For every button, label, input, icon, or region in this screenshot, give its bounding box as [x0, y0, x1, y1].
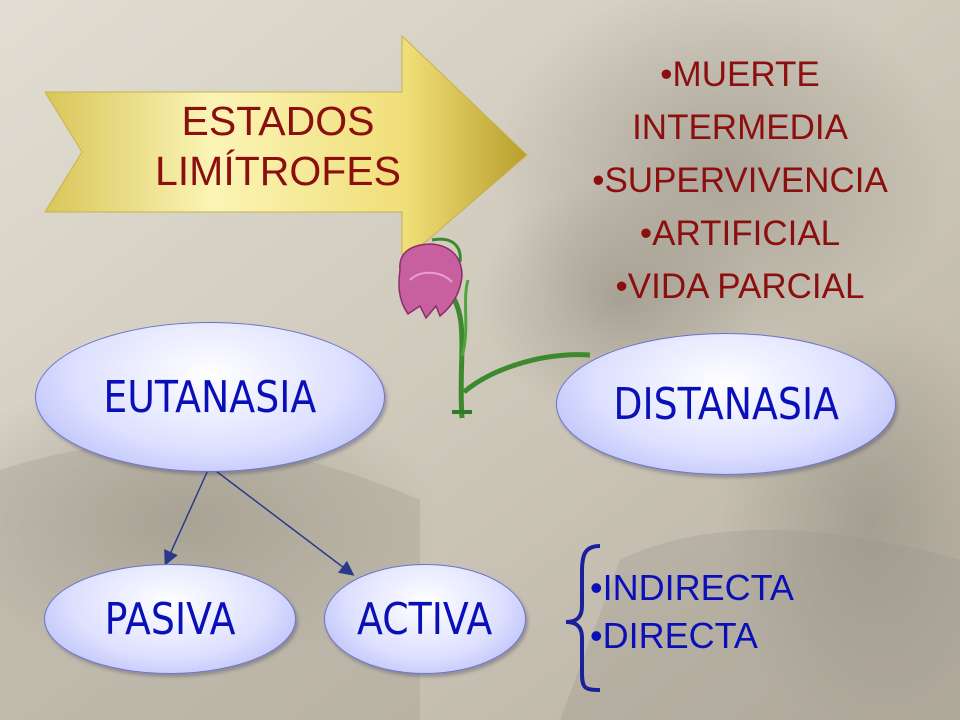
- node-activa-label: ACTIVA: [357, 593, 493, 645]
- states-list-item: SUPERVIVENCIA: [540, 154, 940, 207]
- node-distanasia: DISTANASIA: [556, 333, 896, 475]
- node-pasiva: PASIVA: [44, 564, 296, 674]
- states-list-item: MUERTE: [540, 48, 940, 101]
- node-eutanasia-label: EUTANASIA: [103, 371, 317, 423]
- node-eutanasia: EUTANASIA: [35, 322, 385, 472]
- node-pasiva-label: PASIVA: [104, 593, 236, 645]
- states-list-item: ARTIFICIAL: [540, 207, 940, 260]
- arrow-label-line2: LIMÍTROFES: [154, 148, 402, 194]
- activa-types-list: INDIRECTA DIRECTA: [590, 564, 794, 660]
- states-list-item-continued: INTERMEDIA: [632, 108, 848, 147]
- brace-shape: [565, 544, 601, 692]
- activa-type-item: INDIRECTA: [590, 564, 794, 612]
- arrow-label-line1: ESTADOS: [181, 98, 375, 144]
- node-distanasia-label: DISTANASIA: [613, 378, 839, 430]
- states-list: MUERTE INTERMEDIA SUPERVIVENCIA ARTIFICI…: [540, 48, 940, 313]
- flower-icon: [398, 237, 591, 419]
- activa-type-item: DIRECTA: [590, 612, 794, 660]
- states-list-item: VIDA PARCIAL: [540, 260, 940, 313]
- node-activa: ACTIVA: [324, 564, 526, 674]
- arrow-label: ESTADOS LIMÍTROFES: [118, 96, 438, 196]
